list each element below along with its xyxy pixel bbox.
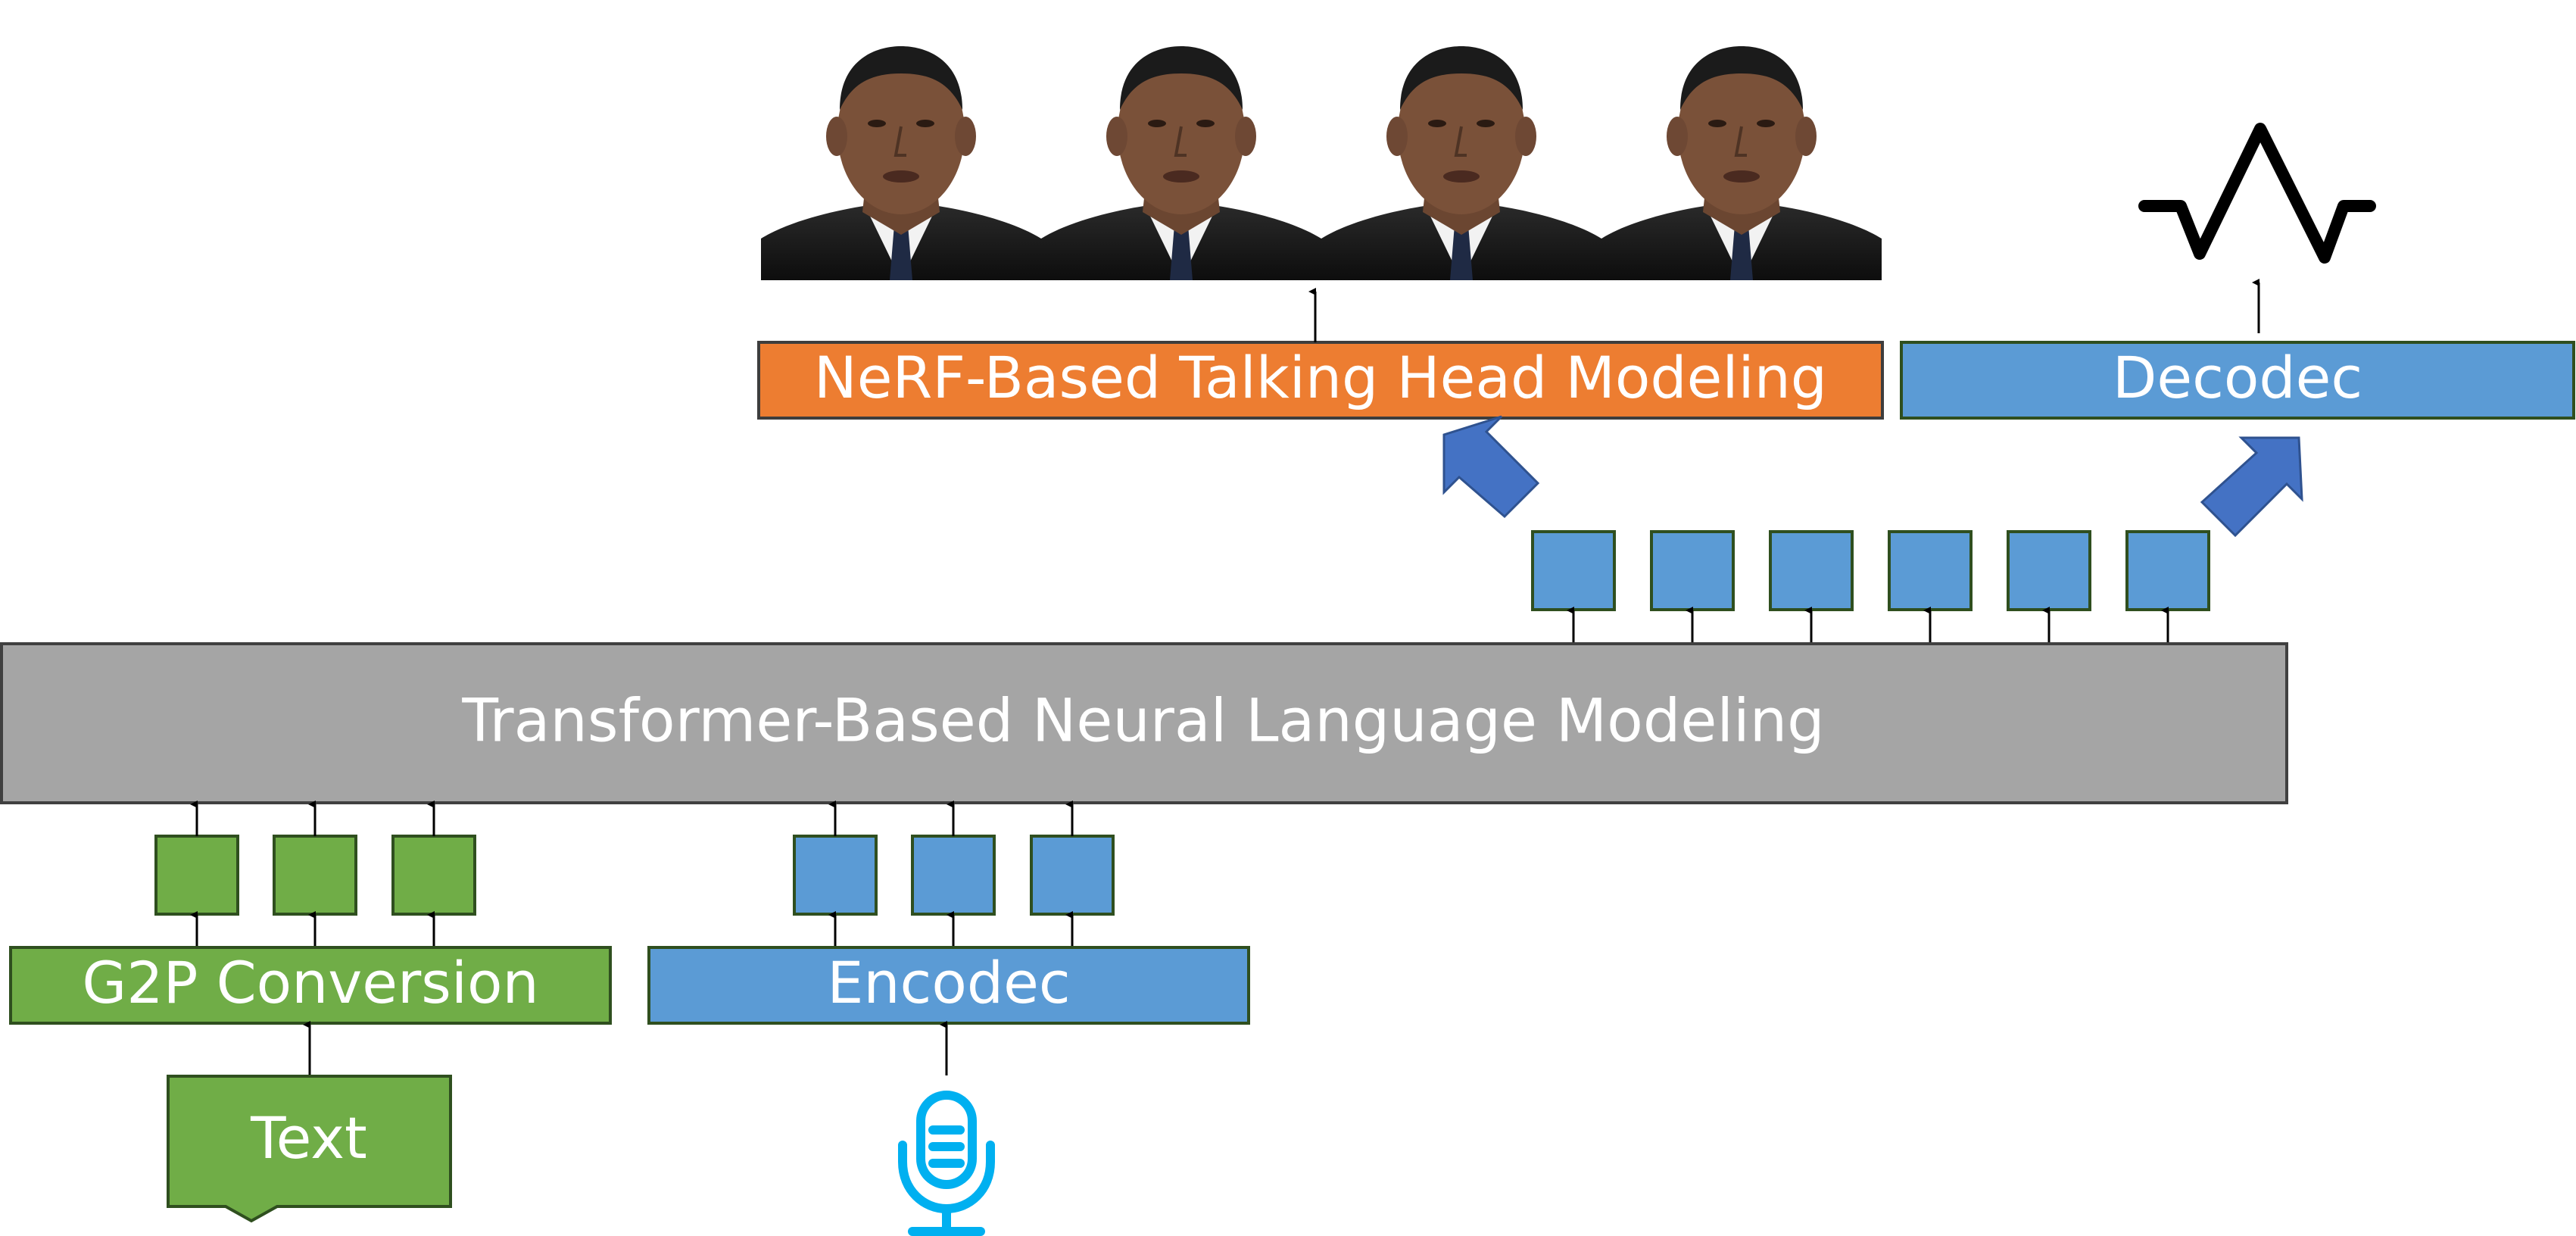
audio-token-row: [793, 835, 1115, 916]
talking-head-frame-2: [1040, 25, 1323, 282]
text-token-row: [154, 835, 476, 916]
microphone-icon: [898, 1091, 995, 1236]
decodec-label: Decodec: [2113, 344, 2362, 411]
output-token: [1650, 530, 1735, 611]
nerf-label: NeRF-Based Talking Head Modeling: [814, 344, 1827, 411]
g2p-label: G2P Conversion: [82, 949, 538, 1016]
waveform-icon: [2138, 123, 2376, 264]
transformer-block: Transformer-Based Neural Language Modeli…: [0, 642, 2288, 804]
audio-token: [911, 835, 996, 916]
g2p-block: G2P Conversion: [9, 946, 612, 1025]
text-token: [391, 835, 476, 916]
text-input-label: Text: [250, 1104, 367, 1172]
audio-token: [793, 835, 878, 916]
text-input-block: Text: [167, 1075, 452, 1223]
output-token: [1531, 530, 1616, 611]
output-token-arrows: [1567, 607, 2169, 642]
output-token: [1888, 530, 1973, 611]
talking-head-frame-3: [1320, 25, 1603, 282]
encodec-label: Encodec: [827, 949, 1070, 1016]
output-token: [2007, 530, 2091, 611]
text-token-arrows: [190, 801, 435, 947]
audio-token: [1030, 835, 1115, 916]
text-token: [154, 835, 239, 916]
text-token: [273, 835, 357, 916]
talking-head-frame-1: [759, 25, 1043, 282]
talking-head-frames: [759, 25, 1883, 282]
decodec-block: Decodec: [1900, 341, 2575, 420]
audio-token-arrows: [828, 801, 1074, 947]
output-token-row: [1531, 530, 2210, 611]
big-arrow-to-nerf: [1442, 415, 1540, 519]
talking-head-frame-4: [1600, 25, 1883, 282]
transformer-label: Transformer-Based Neural Language Modeli…: [461, 687, 1824, 755]
output-token: [2125, 530, 2210, 611]
big-arrow-to-decodec: [2200, 436, 2303, 538]
output-token: [1769, 530, 1854, 611]
nerf-block: NeRF-Based Talking Head Modeling: [757, 341, 1884, 420]
encodec-block: Encodec: [647, 946, 1250, 1025]
